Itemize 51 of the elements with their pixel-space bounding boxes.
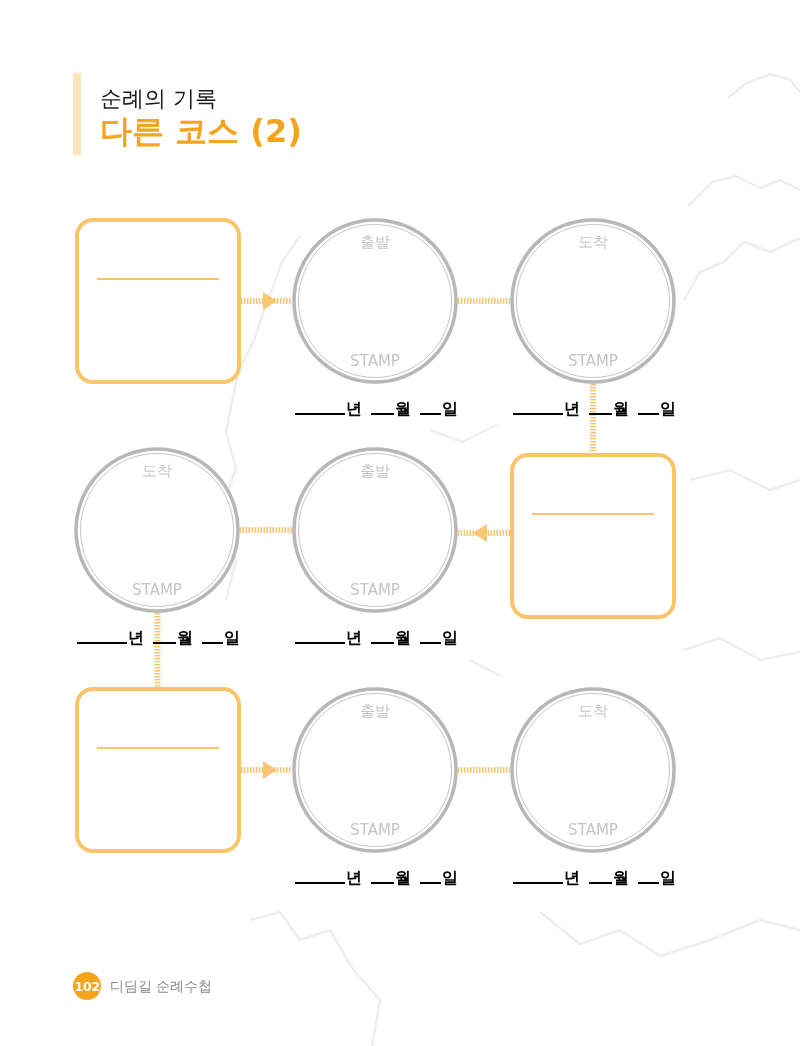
stamp-circle	[292, 687, 458, 853]
date-unit: 년	[564, 869, 580, 887]
stamp-label: 출발	[360, 464, 390, 479]
stamp-label: 도착	[142, 464, 172, 479]
date-unit: 월	[613, 400, 629, 418]
date-unit: 년	[346, 400, 362, 418]
dotted-connector	[458, 298, 510, 304]
dotted-arrow	[241, 761, 292, 779]
note-card	[75, 687, 241, 853]
stamp-label: STAMP	[132, 583, 182, 598]
date-unit: 년	[128, 629, 144, 647]
date-unit: 월	[395, 629, 411, 647]
date-unit: 월	[177, 629, 193, 647]
dotted-connector	[240, 527, 292, 533]
date-unit: 년	[564, 400, 580, 418]
stamp-circle	[292, 218, 458, 384]
page-title: 다른 코스 (2)	[100, 112, 302, 150]
note-card	[510, 453, 676, 619]
stamp-label: STAMP	[350, 583, 400, 598]
date-unit: 년	[346, 629, 362, 647]
date-unit: 월	[613, 869, 629, 887]
stamp-label: STAMP	[350, 823, 400, 838]
date-unit: 일	[442, 869, 458, 887]
note-card	[75, 218, 241, 384]
stamp-label: STAMP	[568, 354, 618, 369]
date-unit: 일	[442, 400, 458, 418]
dotted-connector	[590, 384, 596, 453]
stamp-label: STAMP	[350, 354, 400, 369]
stamp-label: 출발	[360, 235, 390, 250]
date-unit: 일	[442, 629, 458, 647]
stamp-label: 도착	[578, 235, 608, 250]
dotted-connector	[458, 767, 510, 773]
book-title: 디딤길 순례수첩	[110, 977, 213, 996]
stamp-label: 출발	[360, 704, 390, 719]
stamp-label: 도착	[578, 704, 608, 719]
date-unit: 일	[660, 400, 676, 418]
date-unit: 월	[395, 869, 411, 887]
date-unit: 일	[224, 629, 240, 647]
dotted-arrow	[457, 524, 510, 542]
stamp-circle	[510, 218, 676, 384]
dotted-connector	[154, 613, 161, 687]
date-unit: 월	[395, 400, 411, 418]
page-number: 102	[73, 972, 101, 1000]
date-unit: 일	[660, 869, 676, 887]
subtitle: 순례의 기록	[100, 86, 217, 112]
stamp-circle	[292, 447, 458, 613]
stamp-label: STAMP	[568, 823, 618, 838]
date-unit: 년	[346, 869, 362, 887]
stamp-circle	[510, 687, 676, 853]
dotted-arrow	[241, 292, 292, 310]
stamp-circle	[74, 447, 240, 613]
